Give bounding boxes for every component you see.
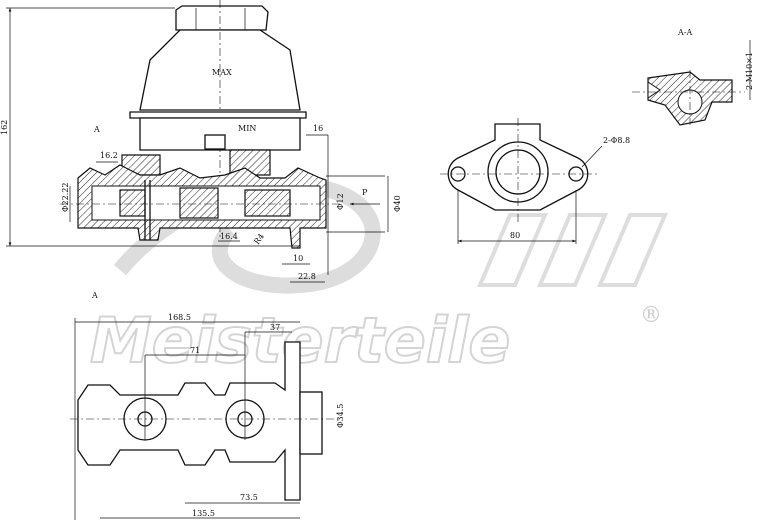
dim-168-5: 168.5 (168, 313, 191, 322)
min-label: MIN (238, 124, 256, 133)
side-section-view: MAX MIN 162 A 16.2 Φ22.22 16.4 R4 16 Φ12… (0, 0, 402, 283)
dim-22-8: 22.8 (298, 272, 316, 281)
dim-holes: 2-Φ8.8 (603, 136, 630, 145)
pressure-label: P (362, 188, 368, 197)
dim-phi34-5: Φ34.5 (336, 404, 345, 428)
registered-mark: ® (640, 303, 662, 328)
dim-16-2: 16.2 (100, 151, 118, 160)
dim-16-4: 16.4 (220, 232, 238, 241)
section-marker-a-top: A (91, 291, 98, 300)
dim-16: 16 (313, 124, 323, 133)
thread-label: 2-M10×1 (745, 52, 754, 90)
dim-bore: Φ22.22 (61, 183, 70, 212)
dim-10: 10 (293, 254, 303, 263)
flange-view: 2-Φ8.8 80 (440, 118, 630, 244)
section-marker-a-side: A (93, 125, 100, 134)
dim-80: 80 (510, 231, 520, 240)
top-view: A 168.5 37 71 Φ34.5 73.5 135.5 (70, 291, 345, 520)
section-title: A-A (677, 28, 692, 37)
dim-135-5: 135.5 (192, 509, 215, 518)
dim-phi40: Φ40 (393, 195, 402, 212)
section-a-a: A-A 2-M10×1 (632, 28, 754, 126)
dim-phi12: Φ12 (336, 193, 345, 210)
max-label: MAX (212, 68, 232, 77)
dim-73-5: 73.5 (240, 493, 258, 502)
dim-r: R4 (252, 232, 266, 246)
dim-71: 71 (190, 346, 200, 355)
dim-37: 37 (270, 323, 280, 332)
dim-162: 162 (0, 120, 9, 135)
